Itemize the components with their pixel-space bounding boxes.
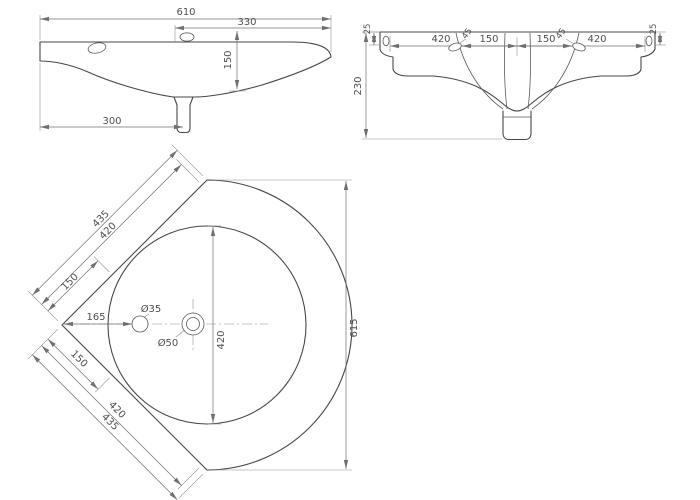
side-dimensions: 230 25 25 420 150 150 420 45 45 bbox=[353, 24, 666, 140]
plan-dim-bowl-diameter: 420 bbox=[216, 330, 227, 349]
side-tap-hole-left bbox=[448, 42, 462, 52]
plan-dim-top-edge-corner: 150 bbox=[60, 272, 81, 293]
side-view: 230 25 25 420 150 150 420 45 45 bbox=[353, 24, 666, 141]
front-basin-profile bbox=[39, 41, 332, 98]
front-dim-right-span: 330 bbox=[237, 17, 256, 28]
front-drain-trap bbox=[173, 96, 194, 134]
side-dim-span-left: 420 bbox=[431, 34, 450, 45]
plan-view: 435 420 150 165 Ø35 Ø50 420 615 150 420 … bbox=[27, 144, 360, 500]
plan-dim-drain-diameter: Ø50 bbox=[158, 337, 179, 349]
side-edge-hole-right bbox=[645, 35, 653, 47]
front-dim-depth: 150 bbox=[223, 50, 234, 69]
overflow-column-right bbox=[527, 32, 531, 110]
plan-corner-outline bbox=[61, 179, 353, 471]
front-view: 610 330 150 300 bbox=[39, 7, 332, 134]
front-tap-hole bbox=[179, 32, 195, 42]
plan-dim-bottom-edge-corner: 150 bbox=[68, 349, 89, 370]
plan-drain-outer bbox=[181, 312, 205, 336]
side-dim-center-left: 150 bbox=[479, 34, 498, 45]
side-dim-center-right: 150 bbox=[536, 34, 555, 45]
front-dim-width: 610 bbox=[176, 7, 195, 18]
plan-drain-inner bbox=[186, 317, 200, 331]
plan-tap-hole bbox=[131, 315, 149, 333]
front-overflow-recess bbox=[87, 42, 107, 54]
overflow-column-left bbox=[504, 32, 508, 110]
side-drain-pipe bbox=[502, 110, 532, 141]
side-dim-height: 230 bbox=[353, 76, 364, 95]
front-dimensions: 610 330 150 300 bbox=[39, 7, 332, 131]
side-dim-lip-left: 25 bbox=[363, 24, 373, 35]
side-tap-hole-right bbox=[572, 42, 586, 52]
side-edge-hole-left bbox=[382, 35, 390, 47]
side-dim-span-right: 420 bbox=[587, 34, 606, 45]
front-dim-drain-offset: 300 bbox=[102, 116, 121, 127]
plan-dim-tap-offset: 165 bbox=[86, 312, 105, 323]
side-basin-profile bbox=[379, 31, 656, 112]
plan-dimensions: 435 420 150 165 Ø35 Ø50 420 615 150 420 … bbox=[27, 144, 360, 500]
side-dim-hole-left: 45 bbox=[460, 27, 474, 42]
side-dim-lip-right: 25 bbox=[649, 24, 659, 35]
plan-dim-tap-hole-diameter: Ø35 bbox=[141, 303, 162, 315]
plan-dim-overall-depth: 615 bbox=[349, 318, 360, 337]
